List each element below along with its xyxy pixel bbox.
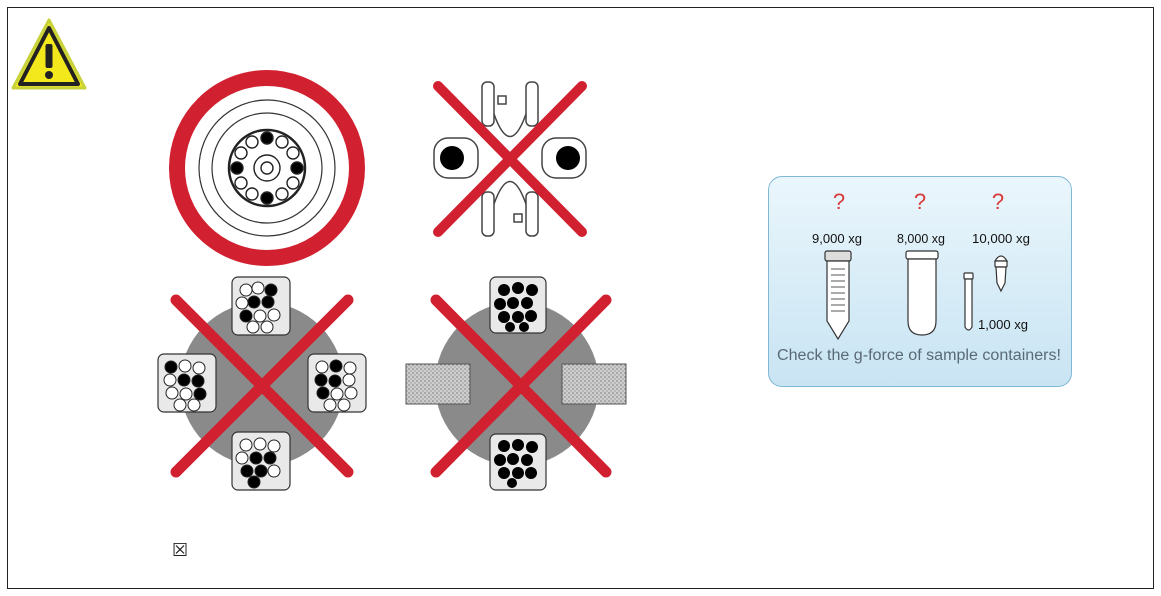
swing-bucket-crossed-illustration — [433, 81, 587, 237]
unbalanced-buckets-crossed-illustration — [157, 276, 367, 491]
checkbox-icon[interactable]: ☒ — [172, 540, 189, 561]
info-caption: Check the g-force of sample containers! — [777, 347, 1061, 364]
micro-tube-icon — [993, 255, 1009, 293]
tube-illustrations: ? ? ? 9,000 xg 8,000 xg 10,000 xg 1,000 … — [777, 189, 1061, 364]
round-tube-icon — [905, 250, 939, 336]
force-label-thin-tube: 1,000 xg — [978, 318, 1028, 332]
balanced-rotor-illustration — [169, 70, 365, 266]
force-label-micro-tube: 10,000 xg — [972, 232, 1030, 246]
question-mark: ? — [914, 189, 926, 214]
force-label-50ml: 9,000 xg — [812, 232, 862, 246]
thin-tube-icon — [963, 272, 974, 331]
force-label-round-tube: 8,000 xg — [897, 232, 945, 246]
missing-buckets-crossed-illustration — [405, 276, 627, 491]
conical-tube-icon — [824, 250, 852, 341]
question-mark: ? — [992, 189, 1004, 214]
warning-triangle-icon — [11, 18, 87, 90]
question-mark: ? — [833, 189, 845, 214]
g-force-info-box: ? ? ? 9,000 xg 8,000 xg 10,000 xg 1,000 … — [768, 176, 1072, 387]
